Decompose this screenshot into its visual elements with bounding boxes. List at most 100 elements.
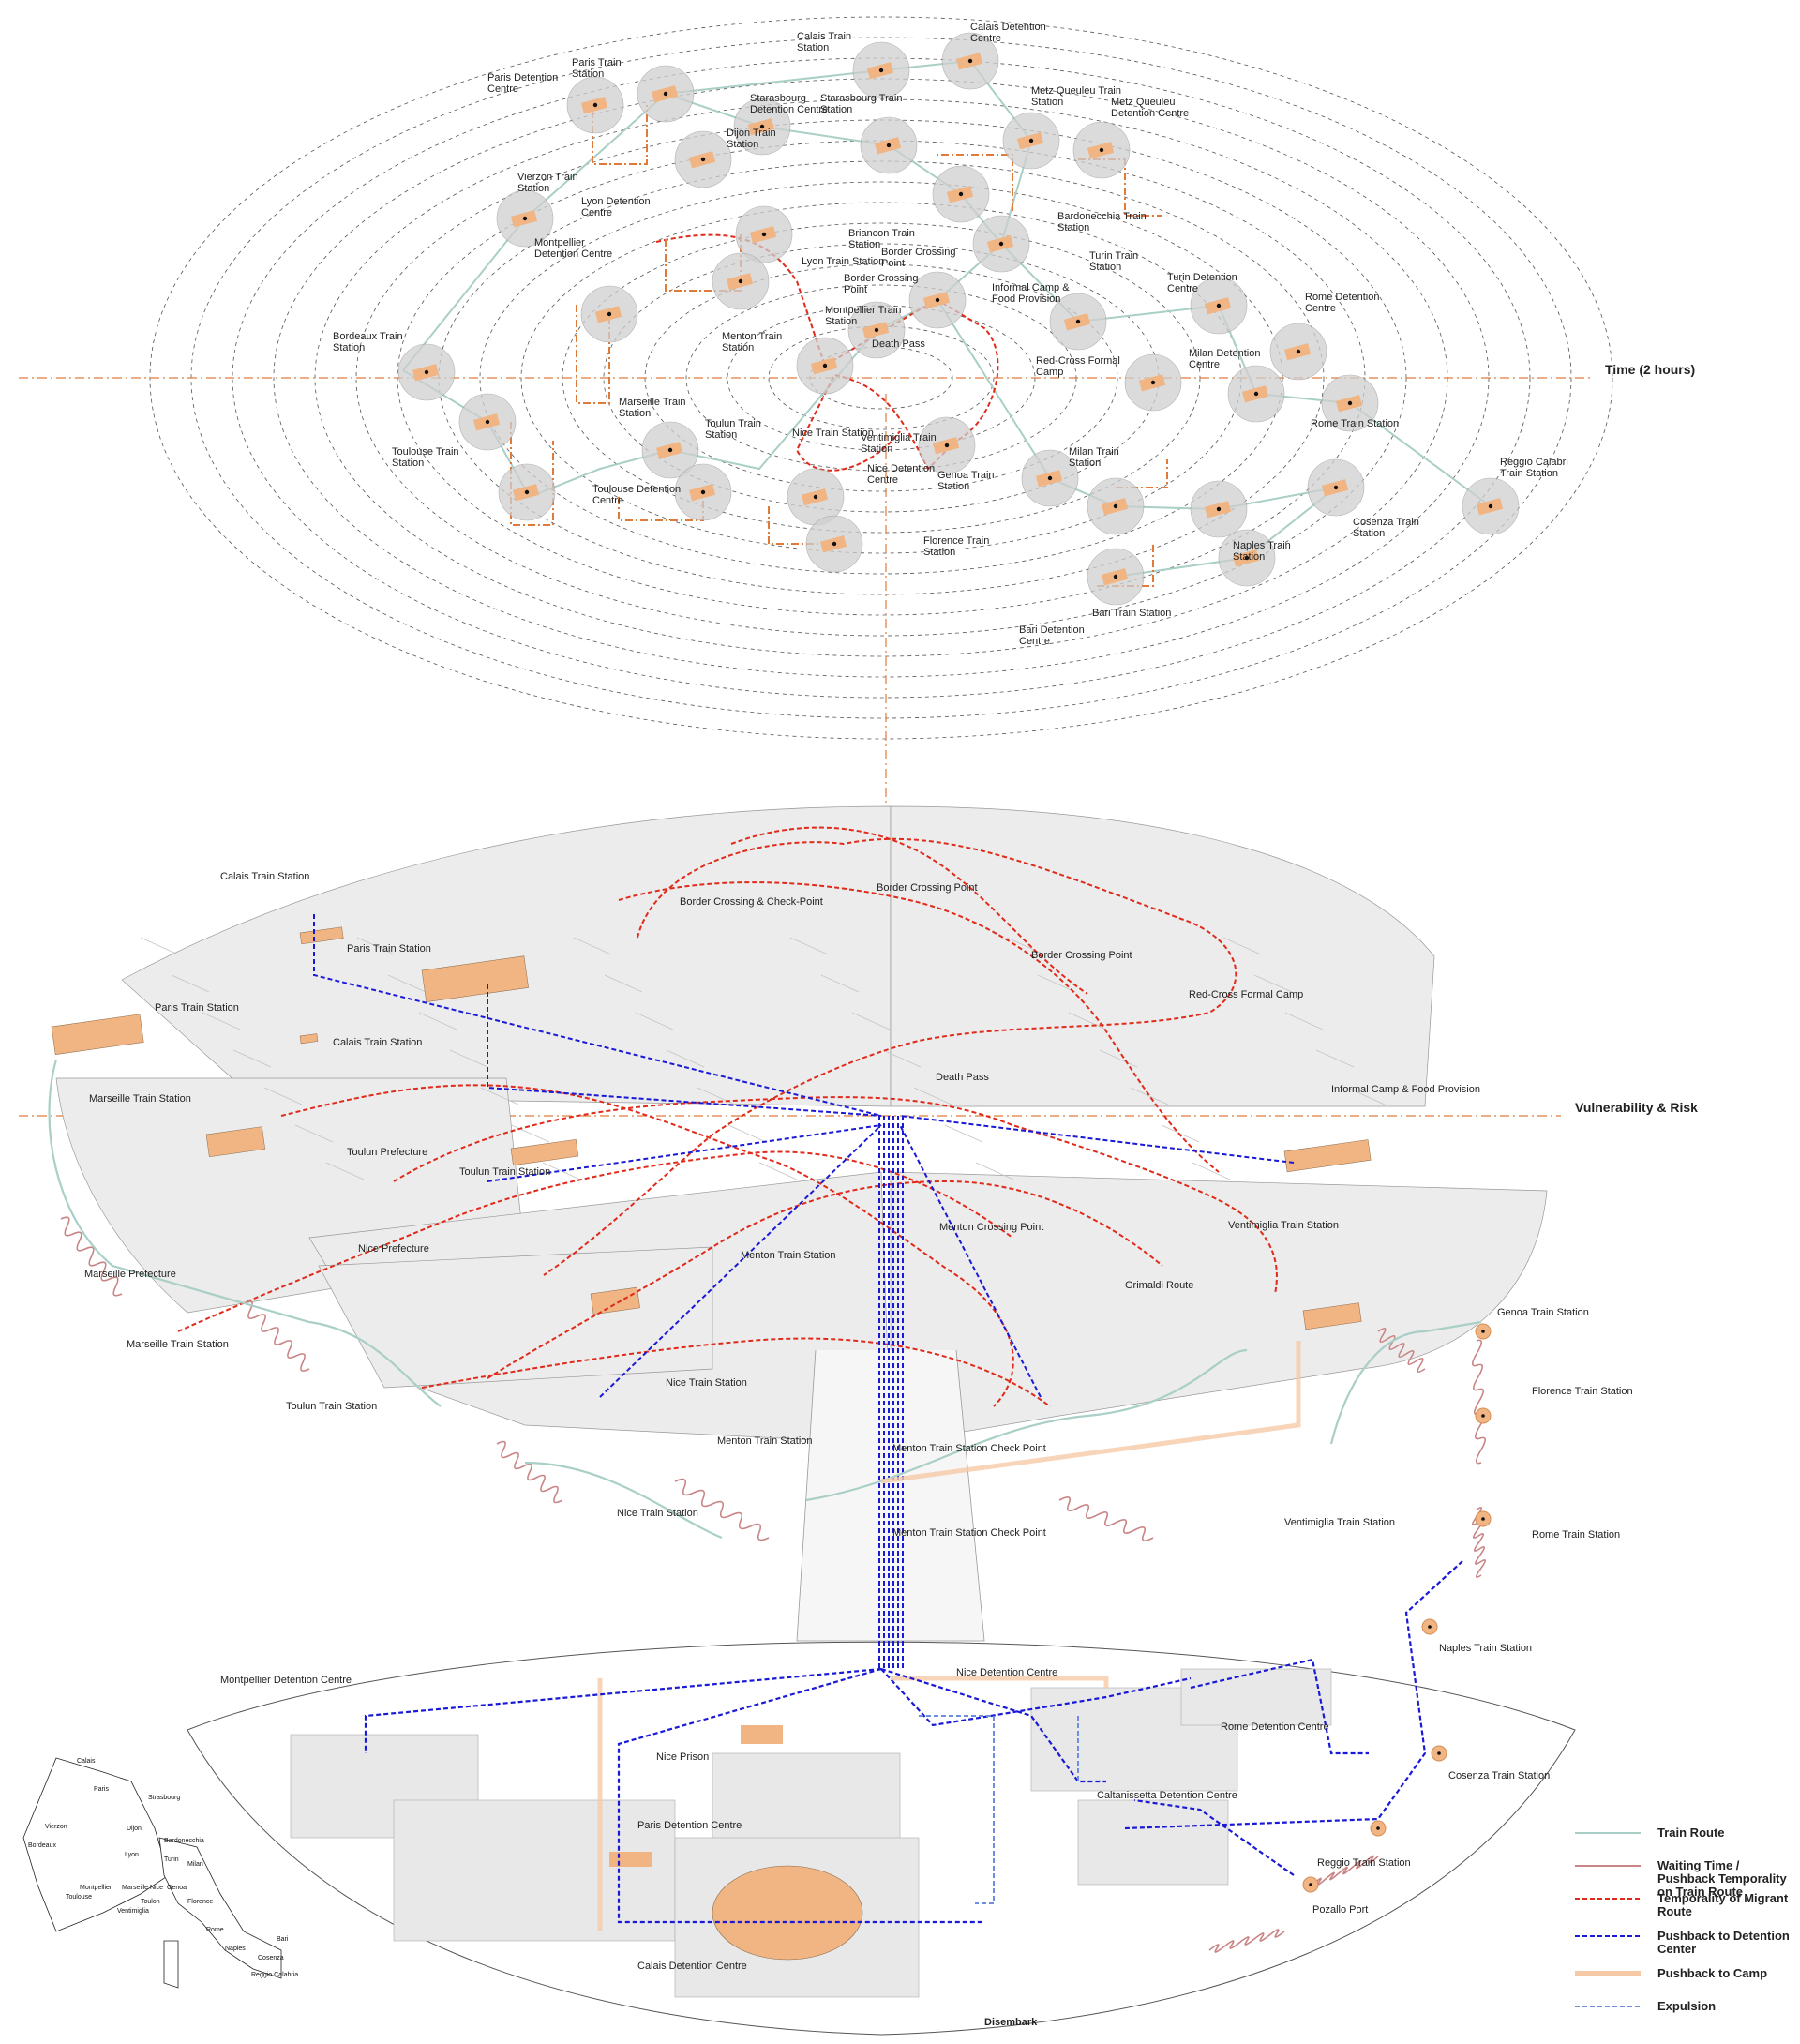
site-block — [393, 1799, 676, 1942]
migrant-route — [543, 837, 1238, 1276]
middle-label: Calais Train Station — [333, 1037, 422, 1048]
station-block — [1283, 1139, 1372, 1173]
panel-texture — [975, 1162, 1014, 1180]
top-label-line: Starasbourg — [750, 93, 806, 104]
middle-label: Menton Train Station — [741, 1250, 836, 1261]
site-vignette — [712, 252, 770, 310]
middle-label: Nice Train Station — [617, 1508, 698, 1519]
top-label-line: Station — [1089, 262, 1121, 273]
site-vignette — [932, 165, 990, 223]
legend-label-pushback_detention-line: Center — [1658, 1942, 1696, 1956]
station-dot — [668, 447, 673, 453]
top-label-line: Centre — [970, 33, 1001, 44]
detention-plane — [187, 1349, 1576, 2036]
top-label-line: Food Provision — [992, 293, 1060, 305]
station-block — [51, 1014, 144, 1055]
station-dot — [738, 278, 743, 284]
top-label-line: Station — [1233, 551, 1265, 563]
bottom-pushback-route — [617, 1667, 984, 1924]
station-dot — [1216, 506, 1222, 512]
middle-train-route — [48, 1059, 1482, 1540]
migrant-route — [177, 1150, 1013, 1332]
middle-label: Border Crossing Point — [877, 882, 978, 894]
top-label-line: Station — [619, 408, 651, 419]
site-vignette — [1321, 374, 1379, 432]
panel-texture — [604, 974, 643, 993]
station-dot — [700, 157, 706, 162]
station-dot — [1488, 503, 1493, 509]
migrant-route — [280, 1084, 1014, 1407]
bottom-pushback-route — [1133, 1798, 1295, 1876]
pushback-route — [487, 984, 882, 1117]
top-label-line: Detention Centre — [534, 248, 612, 260]
top-label-line: Centre — [488, 83, 518, 95]
map-label: Toulon — [141, 1899, 160, 1905]
site-vignette — [972, 215, 1030, 273]
top-label-line: Station — [820, 104, 852, 115]
waiting-time-squiggle — [1471, 1339, 1487, 1465]
top-label-line: Border Crossing — [881, 247, 955, 258]
panel-texture — [449, 1049, 488, 1068]
panel-texture — [1037, 974, 1076, 993]
station-dot — [944, 443, 950, 448]
bottom-label: Nice Prison — [656, 1751, 709, 1763]
site-vignette — [566, 76, 624, 134]
station-dot — [1347, 400, 1353, 406]
bottom-label: Montpellier Detention Centre — [220, 1675, 352, 1686]
bottom-pushback-route — [364, 1667, 882, 1753]
panel-texture — [418, 1012, 458, 1030]
top-label: Nice Train Station — [792, 428, 874, 439]
vulnerability-axis-label: Vulnerability & Risk — [1575, 1100, 1698, 1115]
panel-texture — [820, 974, 860, 993]
middle-label: Border Crossing Point — [1031, 950, 1132, 961]
site-vignette — [848, 301, 906, 359]
legend-label-train_route: Train Route — [1658, 1826, 1725, 1840]
site-vignette — [580, 285, 638, 343]
middle-label-line: Nice Train Station — [617, 1508, 698, 1519]
top-label-line: Station — [572, 68, 604, 80]
panel-texture — [789, 937, 829, 955]
panel-texture — [944, 1124, 983, 1143]
top-label-line: Bari Train Station — [1092, 608, 1171, 619]
top-label-line: Briancon Train — [848, 228, 915, 239]
panel-texture — [480, 1087, 519, 1105]
map-label: Strasbourg — [148, 1795, 180, 1801]
top-label-line: Centre — [1167, 283, 1198, 294]
top-label-line: Red-Cross Formal — [1036, 355, 1120, 367]
middle-label: Paris Train Station — [347, 943, 431, 954]
panel-texture — [263, 1087, 303, 1105]
middle-label-line: Nice Prefecture — [358, 1243, 429, 1255]
vulnerability-panel — [318, 1246, 713, 1389]
middle-label: Ventimiglia Train Station — [1284, 1517, 1395, 1528]
middle-label: Menton Crossing Point — [939, 1222, 1043, 1233]
waiting-time-squiggle — [1058, 1496, 1154, 1541]
top-label-line: Paris Detention — [488, 72, 558, 83]
france-outline — [22, 1757, 170, 1932]
top-label-line: Station — [1069, 458, 1101, 469]
top-label-line: Menton Train — [722, 331, 782, 342]
panel-texture — [232, 1049, 272, 1068]
station-dot — [759, 124, 765, 129]
top-label-line: Station — [727, 139, 758, 150]
legend-label-waiting_time-line: Pushback Temporality — [1658, 1871, 1788, 1886]
top-label-line: Calais Train — [797, 31, 851, 42]
panel-texture — [294, 1124, 334, 1143]
middle-label-line: Menton Train Station Check Point — [892, 1443, 1046, 1454]
panel-texture — [325, 1162, 365, 1180]
panel-texture — [666, 1049, 705, 1068]
site-vignette — [674, 463, 732, 521]
panel-texture — [1192, 1162, 1231, 1180]
station-dot — [1333, 485, 1339, 490]
site-vignette — [496, 189, 554, 248]
